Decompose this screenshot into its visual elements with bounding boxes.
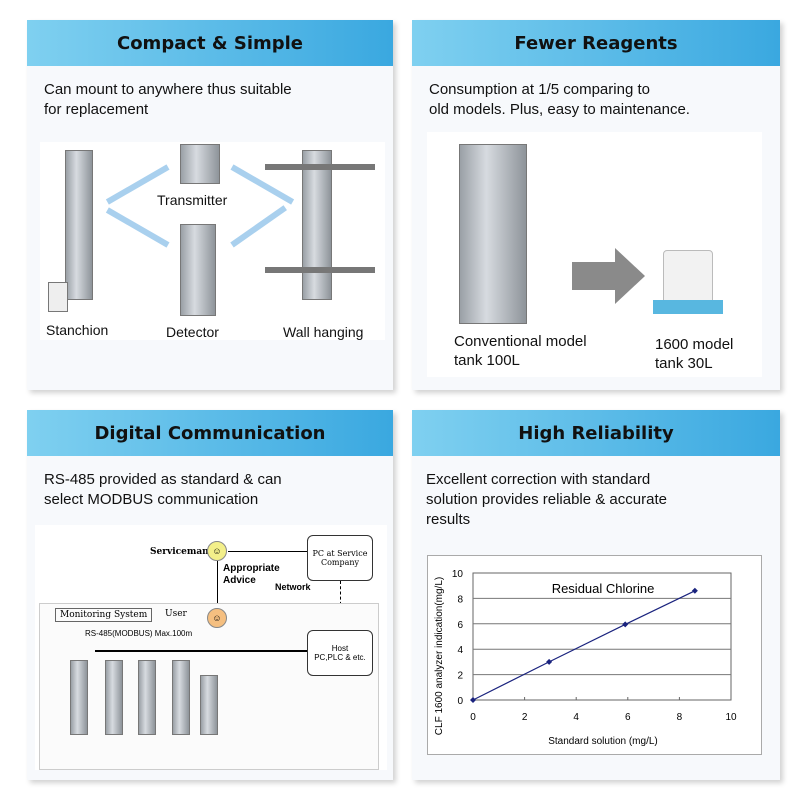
x-tick-label: 4	[573, 712, 579, 723]
detector-unit-2	[105, 660, 123, 735]
label-stanchion: Stanchion	[46, 322, 109, 338]
label-monitoring-system: Monitoring System	[55, 608, 153, 622]
label-transmitter: Transmitter	[157, 192, 228, 208]
y-tick-label: 4	[457, 645, 463, 656]
detector-unit-3	[138, 660, 156, 735]
y-tick-label: 8	[457, 594, 463, 605]
detector-unit-5	[200, 675, 218, 735]
detector-unit-1	[70, 660, 88, 735]
card-compact-simple: Compact & Simple Can mount to anywhere t…	[27, 20, 393, 390]
data-point	[691, 587, 698, 594]
detector-device	[180, 224, 216, 316]
transmitter-device	[180, 144, 220, 184]
serviceman-face-icon: ☺	[207, 541, 227, 561]
y-tick-label: 6	[457, 620, 463, 631]
x-tick-label: 6	[625, 712, 631, 723]
chart-title: Residual Chlorine	[552, 581, 655, 596]
x-tick-label: 10	[725, 712, 737, 723]
card-fewer-reagents: Fewer Reagents Consumption at 1/5 compar…	[412, 20, 780, 390]
data-point	[546, 658, 553, 665]
new-tank	[663, 250, 713, 305]
arrow-icon-head	[615, 248, 645, 304]
card-title: Digital Communication	[27, 410, 393, 456]
y-tick-label: 10	[452, 569, 464, 580]
user-face-icon: ☺	[207, 608, 227, 628]
detector-unit-4	[172, 660, 190, 735]
mounting-figure: Transmitter Stanchion Detector Wall hang…	[40, 142, 385, 340]
label-user: User	[165, 609, 187, 619]
label-network: Network	[275, 582, 311, 592]
y-tick-label: 2	[457, 671, 463, 682]
data-point	[622, 621, 629, 628]
card-digital-communication: Digital Communication RS-485 provided as…	[27, 410, 393, 780]
x-axis-label: Standard solution (mg/L)	[548, 736, 658, 747]
label-serviceman: Serviceman	[150, 547, 209, 557]
x-tick-label: 2	[522, 712, 528, 723]
reagent-tank	[48, 282, 68, 312]
wall-device	[302, 150, 332, 300]
stanchion-device	[65, 150, 93, 300]
x-tick-label: 8	[677, 712, 683, 723]
label-rs485: RS-485(MODBUS) Max.100m	[85, 629, 193, 638]
label-wall-hanging: Wall hanging	[283, 324, 364, 340]
card-title: Fewer Reagents	[412, 20, 780, 66]
x-tick-label: 0	[470, 712, 476, 723]
tank-tray	[653, 300, 723, 314]
card-high-reliability: High Reliability Excellent correction wi…	[412, 410, 780, 780]
y-tick-label: 0	[457, 696, 463, 707]
card-title: High Reliability	[412, 410, 780, 456]
label-detector: Detector	[166, 324, 219, 340]
arrow-icon	[572, 262, 617, 290]
data-point	[470, 697, 476, 703]
y-axis-label: CLF 1600 analyzer indication(mg/L)	[434, 577, 445, 735]
card-title: Compact & Simple	[27, 20, 393, 66]
series-line	[472, 590, 696, 701]
conventional-model-device	[459, 144, 527, 324]
